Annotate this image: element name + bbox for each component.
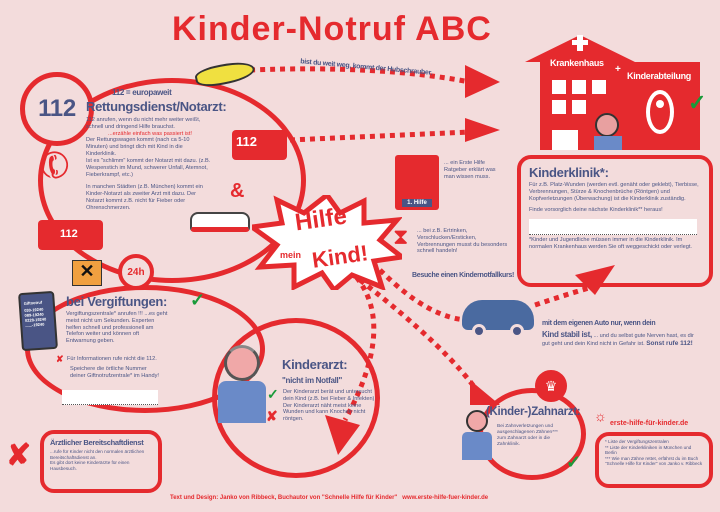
number-112: 112 <box>38 95 76 122</box>
truck-number: 112 <box>60 228 78 240</box>
car-body: ... und du selbst gute Nerven hast, es d… <box>542 333 694 347</box>
emergency-heading: Rettungsdienst/Notarzt: <box>86 99 227 114</box>
number-112-badge[interactable]: 112 <box>20 72 94 146</box>
arrow-car <box>378 268 471 323</box>
emergency-p4: In manchen Städten (z.B. München) kommt … <box>86 184 203 211</box>
hazard-sign-icon: ✕ <box>72 260 102 286</box>
kinderarzt-heading: Kinderarzt: <box>282 357 348 372</box>
ampersand: & <box>230 180 245 202</box>
arrowhead <box>575 265 615 295</box>
hourglass-icon: ⧗ <box>393 224 409 249</box>
arrowhead <box>470 380 500 405</box>
hospital-department: Kinderabteilung <box>627 71 692 81</box>
ambulance-number: 112 <box>236 134 257 149</box>
lightbulb-icon: ☼ <box>594 408 607 424</box>
poison-24h-badge: 24h <box>118 254 154 290</box>
kinderarzt-ellipse <box>212 318 380 478</box>
footnote: ** Liste der Kinderkliniken in München u… <box>605 444 692 456</box>
emergency-p1: 112 anrufen, wenn du nicht mehr weiter w… <box>86 117 201 130</box>
hospital-label: Krankenhaus <box>550 58 604 68</box>
hospital-icon <box>525 35 700 150</box>
kinderklinik-input[interactable] <box>529 218 697 235</box>
emergency-doctor-car-icon <box>190 212 250 232</box>
zahnarzt-heading: (Kinder-)Zahnarzt: <box>486 406 581 418</box>
emergency-text: 112 anrufen, wenn du nicht mehr weiter w… <box>86 117 211 212</box>
car-strong: Sonst rufe 112! <box>646 339 693 347</box>
burst-line2: mein <box>280 250 302 260</box>
kinderklinik-heading: Kinderklinik*: <box>529 165 609 180</box>
footer-credits: Text und Design: Janko von Ribbeck, Buch… <box>170 495 489 501</box>
book-text: ... ein Erste Hilfe Ratgeber erklärt was… <box>444 160 496 180</box>
fire-truck-icon: 112 <box>38 220 103 250</box>
check-icon: ✓ <box>688 90 707 115</box>
footnote: *** Wie man Zähne rettet, erfährst du im… <box>605 455 703 467</box>
hospital-plus: + <box>615 64 621 75</box>
cross-icon: ✘ <box>56 354 64 364</box>
emergency-subtitle: 112 = europaweit <box>112 88 172 97</box>
ambulance-icon: 112 <box>232 130 287 160</box>
kinderarzt-subheading: "nicht im Notfall" <box>282 376 342 385</box>
course-link[interactable]: Besuche einen Kindernotfallkurs! <box>412 272 515 279</box>
oncall-box: Ärztlicher Bereitschaftdienst ...rufe fü… <box>40 430 162 493</box>
help-starburst <box>252 195 402 290</box>
oncall-heading: Ärztlicher Bereitschaftdienst <box>50 438 144 447</box>
urgent-text: ... bei z.B. Ertrinken, Verschlucken/Ers… <box>417 228 508 255</box>
arrow-zahnarzt <box>358 278 483 397</box>
dentist-avatar <box>462 410 492 465</box>
emergency-ellipse <box>38 78 306 283</box>
check-icon: ✓ <box>267 386 279 402</box>
kinderarzt-p1: Der Kinderarzt berät und untersucht dein… <box>283 389 375 402</box>
poison-number-input[interactable] <box>62 390 158 405</box>
kinderarzt-text: Der Kinderarzt berät und untersucht dein… <box>283 389 378 423</box>
doctor-avatar <box>218 345 266 425</box>
poison-heading: bei Vergiftungen: <box>66 294 168 309</box>
poison-24h-label: 24h <box>127 266 145 278</box>
kinderklinik-note: *Kinder und Jugendliche müssen immer in … <box>529 236 692 250</box>
phone-line: ......-19240 <box>25 321 45 328</box>
page-title: Kinder-Notruf ABC <box>172 10 492 48</box>
emergency-p2: Der Rettungswagen kommt (nach ca 5-10 Mi… <box>86 137 190 158</box>
kinderklinik-box: Kinderklinik*: Für z.B. Platz-Wunden (we… <box>517 155 713 287</box>
car-icon <box>462 300 534 338</box>
check-icon: ✓ <box>566 452 582 472</box>
cross-icon: ✘ <box>266 408 278 424</box>
emergency-p3: Ist es "schlimm" kommt der Notarzt mit d… <box>86 157 211 178</box>
tooth-badge: ♛ <box>535 370 567 402</box>
book-label: 1. Hilfe <box>402 199 432 207</box>
poison-text: Vergiftungszentrale* anrufen !!! ...es g… <box>66 311 168 345</box>
poison-no-112: Für Informationen rufe nicht die 112. <box>67 356 157 362</box>
arrowhead <box>465 118 500 142</box>
kinderklinik-p1: Für z.B. Platz-Wunden (werden evtl. genä… <box>529 182 699 202</box>
website-link[interactable]: erste-hilfe-für-kinder.de <box>610 420 689 427</box>
kinderklinik-p2: Finde vorsorglich deine nächste Kinderkl… <box>529 207 663 214</box>
kinderarzt-p2: Der Kinderarzt näht meist keine Wunden u… <box>283 402 366 423</box>
car-bold1: mit dem eigenen Auto nur, wenn dein <box>542 320 656 327</box>
arrowhead <box>465 65 500 98</box>
car-bold2: Kind stabil ist, <box>542 330 592 339</box>
arrow-ambulance <box>289 129 471 143</box>
first-aid-book-icon: 1. Hilfe <box>395 155 439 210</box>
oncall-p2: Es gibt dort keine Kinderärzte für einen… <box>50 460 130 471</box>
zahnarzt-text: Bei Zahnverletzungen und ausgeschlagenen… <box>497 424 558 447</box>
car-text: mit dem eigenen Auto nur, wenn dein Kind… <box>542 320 702 348</box>
emergency-p1-red: ...erzähle einfach was passiert ist! <box>108 130 192 137</box>
footnote: * Liste der Vergiftungszentralen <box>605 439 669 444</box>
mobile-phone-icon: Giftnotruf 030-19240 089-19240 0228-1924… <box>18 290 58 352</box>
cross-icon: ✘ <box>6 439 32 472</box>
footnotes-box: * Liste der Vergiftungszentralen ** List… <box>595 432 713 488</box>
check-icon: ✓ <box>190 290 206 310</box>
poison-save-number: Speichere die örtliche Nummer deiner Gif… <box>70 366 159 379</box>
oncall-p1: ...rufe für Kinder nicht den normalen är… <box>50 449 145 460</box>
phone-title: Giftnotruf <box>23 299 43 306</box>
arrow-helicopter <box>249 66 471 85</box>
